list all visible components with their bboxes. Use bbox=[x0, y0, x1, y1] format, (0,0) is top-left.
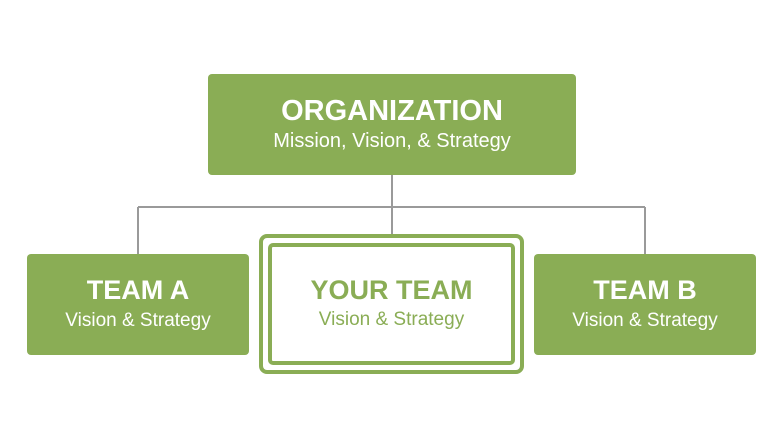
your-team-subtitle: Vision & Strategy bbox=[318, 309, 465, 331]
your-team-title: YOUR TEAM bbox=[310, 274, 473, 305]
team-b-box: TEAM B Vision & Strategy bbox=[534, 254, 756, 355]
organization-title: ORGANIZATION bbox=[281, 94, 503, 127]
team-a-subtitle: Vision & Strategy bbox=[65, 309, 211, 331]
organization-subtitle: Mission, Vision, & Strategy bbox=[273, 130, 511, 153]
organization-box: ORGANIZATION Mission, Vision, & Strategy bbox=[208, 74, 576, 175]
team-a-title: TEAM A bbox=[86, 275, 190, 306]
team-b-subtitle: Vision & Strategy bbox=[572, 309, 718, 331]
team-a-box: TEAM A Vision & Strategy bbox=[27, 254, 249, 355]
team-b-title: TEAM B bbox=[593, 275, 697, 306]
your-team-box: YOUR TEAM Vision & Strategy bbox=[268, 243, 515, 365]
